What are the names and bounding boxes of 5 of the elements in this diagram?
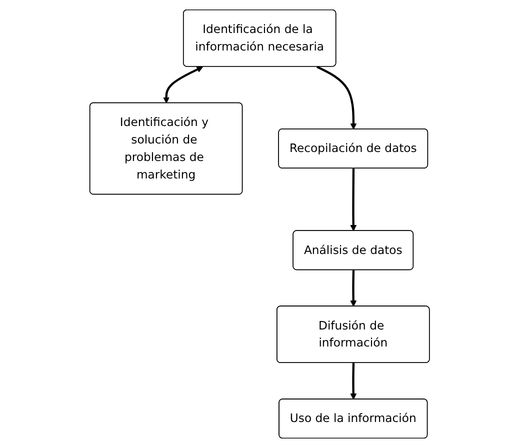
- arrow: [350, 168, 357, 231]
- arrow: [350, 270, 357, 306]
- arrow: [350, 362, 357, 400]
- arrow: [316, 65, 358, 130]
- arrow: [164, 66, 204, 103]
